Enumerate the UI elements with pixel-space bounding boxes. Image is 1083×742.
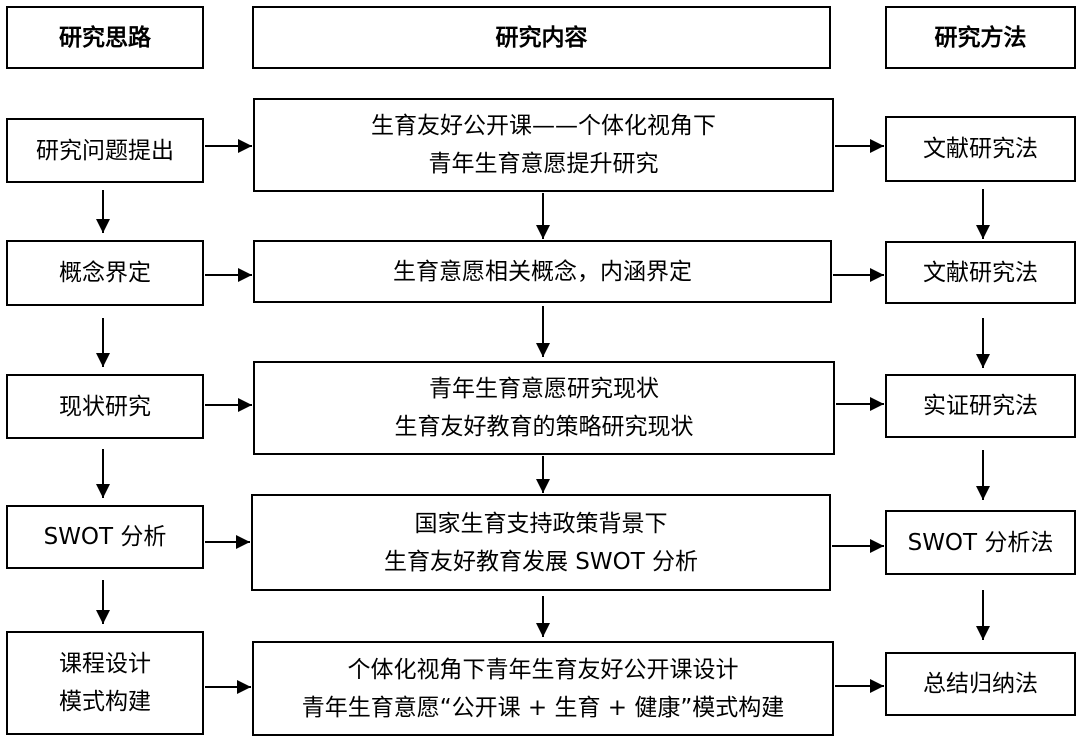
content-line1: 生育友好公开课——个体化视角下: [371, 113, 716, 139]
content-line2: 青年生育意愿提升研究: [428, 151, 659, 177]
left-step-label-line2: 模式构建: [59, 689, 151, 715]
content-line2: 生育友好教育发展 SWOT 分析: [383, 548, 699, 575]
content-line1: 国家生育支持政策背景下: [414, 510, 668, 537]
left-step-label: 现状研究: [59, 393, 151, 420]
content-line2: 青年生育意愿“公开课 + 生育 + 健康”模式构建: [301, 694, 785, 721]
left-step-status: 现状研究: [6, 374, 204, 439]
left-step-swot: SWOT 分析: [6, 505, 204, 569]
content-status: 青年生育意愿研究现状 生育友好教育的策略研究现状: [253, 361, 835, 455]
left-step-label: 研究问题提出: [36, 137, 174, 164]
header-research-content-label: 研究内容: [495, 24, 588, 51]
content-swot: 国家生育支持政策背景下 生育友好教育发展 SWOT 分析: [251, 494, 831, 591]
method-summary: 总结归纳法: [885, 652, 1076, 716]
content-line1: 个体化视角下青年生育友好公开课设计: [347, 656, 739, 683]
method-literature-2: 文献研究法: [885, 241, 1076, 304]
left-step-design: 课程设计 模式构建: [6, 631, 204, 735]
content-design: 个体化视角下青年生育友好公开课设计 青年生育意愿“公开课 + 生育 + 健康”模…: [252, 641, 834, 736]
content-topic: 生育友好公开课——个体化视角下 青年生育意愿提升研究: [253, 98, 834, 192]
content-line2: 生育友好教育的策略研究现状: [394, 414, 694, 440]
left-step-definition: 概念界定: [6, 240, 204, 306]
left-step-label: SWOT 分析: [43, 524, 167, 550]
header-research-content: 研究内容: [252, 6, 831, 69]
method-swot: SWOT 分析法: [885, 510, 1076, 575]
left-step-label: 概念界定: [59, 260, 151, 286]
method-label: 总结归纳法: [923, 671, 1038, 697]
method-empirical: 实证研究法: [885, 374, 1076, 438]
method-label: SWOT 分析法: [907, 529, 1054, 556]
header-research-approach: 研究思路: [6, 6, 204, 69]
header-research-method-label: 研究方法: [934, 24, 1027, 51]
content-line1: 青年生育意愿研究现状: [429, 376, 659, 402]
left-step-label-line1: 课程设计: [59, 651, 151, 677]
content-line1: 生育意愿相关概念，内涵界定: [393, 258, 692, 285]
method-label: 文献研究法: [923, 259, 1038, 286]
method-label: 文献研究法: [923, 136, 1038, 162]
header-research-method: 研究方法: [885, 6, 1076, 69]
method-literature-1: 文献研究法: [885, 116, 1076, 182]
method-label: 实证研究法: [923, 393, 1038, 419]
left-step-problem: 研究问题提出: [6, 118, 204, 183]
content-definition: 生育意愿相关概念，内涵界定: [253, 240, 832, 303]
header-research-approach-label: 研究思路: [59, 24, 151, 51]
